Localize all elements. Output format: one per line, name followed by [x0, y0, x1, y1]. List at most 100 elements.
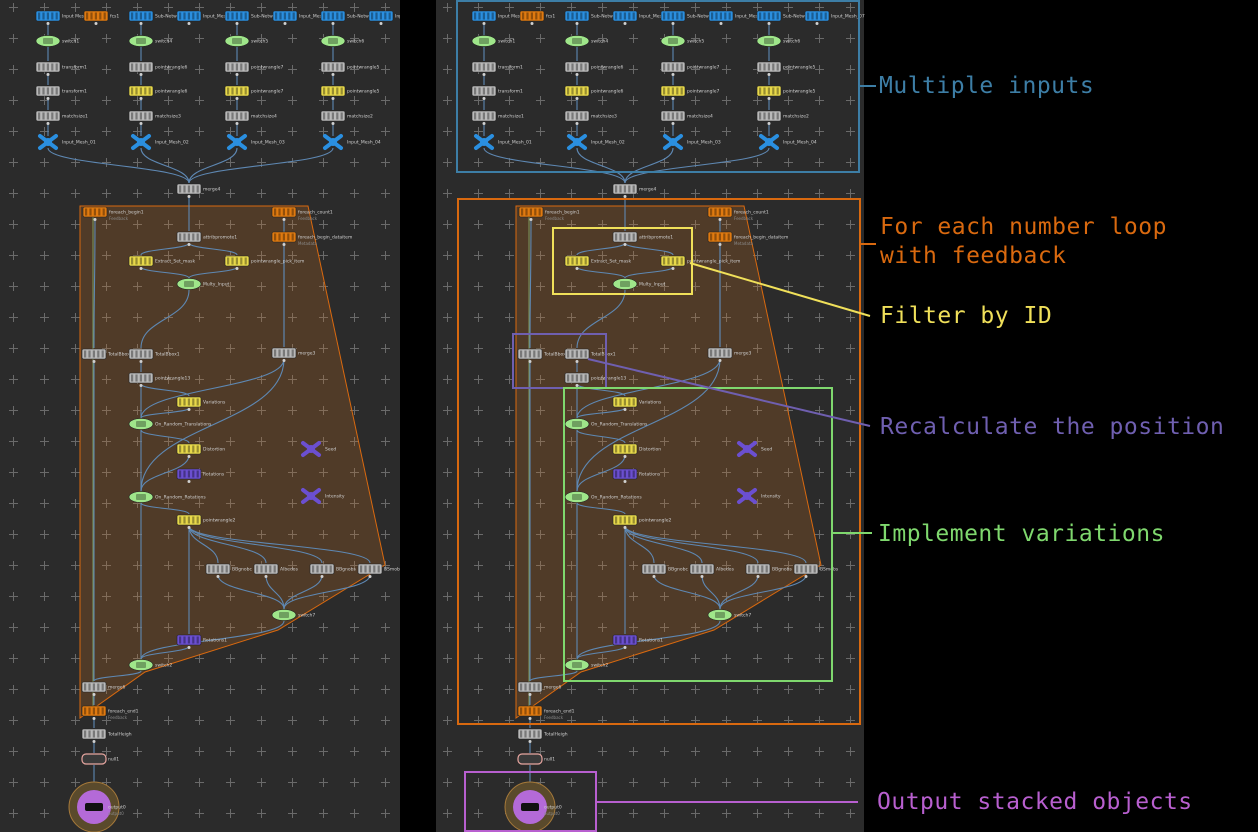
node-promote[interactable]: attribpromote1	[612, 231, 673, 246]
node-om0[interactable]: Input Mesh	[35, 10, 87, 25]
node-tr2[interactable]: pointwrangle7	[224, 61, 283, 76]
node-fl3[interactable]: Input_Mesh_07	[804, 10, 865, 25]
node-merge3[interactable]: merge3	[271, 347, 316, 362]
node-br2[interactable]: BBgnobs	[309, 563, 356, 578]
node-br3[interactable]: BSmobs	[357, 563, 403, 578]
node-swr[interactable]: On_Random_Rotations	[128, 491, 206, 503]
node-sw0[interactable]: switch1	[471, 35, 515, 47]
node-sw2[interactable]: switch5	[660, 35, 704, 47]
node-rot[interactable]: Rotations	[612, 468, 661, 483]
node-nl2[interactable]: Input_Mesh_03	[227, 134, 285, 150]
node-tb1[interactable]: TotalBbox	[81, 348, 130, 363]
node-pwv[interactable]: pointwrangle2	[612, 514, 671, 529]
node-merge3[interactable]: merge3	[707, 347, 752, 362]
node-pw0[interactable]: transform1	[471, 85, 523, 100]
node-om0[interactable]: Input Mesh	[471, 10, 523, 25]
node-nl2[interactable]: Input_Mesh_03	[663, 134, 721, 150]
node-trout[interactable]: Rotations1	[176, 634, 227, 649]
node-fl1[interactable]: Input_Mesh_01	[176, 10, 237, 25]
node-promote[interactable]: attribpromote1	[176, 231, 237, 246]
node-br0[interactable]: BBgnobc	[641, 563, 688, 578]
node-fl0[interactable]: fcs1	[519, 10, 555, 25]
node-tb2[interactable]: TotalBbox1	[564, 348, 616, 363]
node-dist[interactable]: Distortion	[612, 443, 661, 458]
node-fl2[interactable]: Input_Mesh_02	[272, 10, 333, 25]
node-ms1[interactable]: matchsize3	[128, 110, 181, 125]
node-nl0[interactable]: Input_Mesh_01	[474, 134, 532, 150]
node-pw1[interactable]: pointwrangle6	[128, 85, 187, 100]
node-pw3[interactable]: pointwrangle5	[320, 85, 379, 100]
node-th[interactable]: TotalHeigh	[81, 728, 132, 743]
node-blast[interactable]: Multy_Input	[176, 278, 230, 290]
node-om3[interactable]: Sub-Network	[756, 10, 812, 25]
node-vars[interactable]: Variations	[612, 396, 662, 411]
node-sw3[interactable]: switch6	[320, 35, 364, 47]
node-br1[interactable]: Albedos	[253, 563, 299, 578]
node-sw2[interactable]: switch5	[224, 35, 268, 47]
node-ms0[interactable]: matchsize1	[35, 110, 88, 125]
node-ms0[interactable]: matchsize1	[471, 110, 524, 125]
node-tr1[interactable]: pointwrangle6	[564, 61, 623, 76]
node-br3[interactable]: BSmobs	[793, 563, 839, 578]
node-om1[interactable]: Sub-Network	[128, 10, 184, 25]
node-ms2[interactable]: matchsize4	[660, 110, 713, 125]
node-sw1[interactable]: switch4	[128, 35, 172, 47]
node-seed[interactable]: Seed	[737, 441, 772, 457]
node-tr3[interactable]: pointwrangle5	[320, 61, 379, 76]
node-pick[interactable]: pointwrangle_pick_item	[660, 255, 740, 270]
node-sw3[interactable]: switch6	[756, 35, 800, 47]
node-sw0[interactable]: switch1	[35, 35, 79, 47]
node-nl1[interactable]: Input_Mesh_02	[131, 134, 189, 150]
node-nullout[interactable]: null1	[81, 753, 119, 765]
node-align[interactable]: pointwrangle13	[564, 372, 626, 387]
node-pwv[interactable]: pointwrangle2	[176, 514, 235, 529]
node-swt[interactable]: On_Random_Translations	[128, 418, 212, 430]
node-fl1[interactable]: Input_Mesh_01	[612, 10, 673, 25]
node-extract[interactable]: Extract_Set_mask	[564, 255, 631, 270]
node-tr0[interactable]: transform1	[35, 61, 87, 76]
node-intens[interactable]: Intensity	[301, 488, 345, 504]
node-swb[interactable]: switch7	[271, 609, 315, 621]
node-ms2[interactable]: matchsize4	[224, 110, 277, 125]
node-br0[interactable]: BBgnobc	[205, 563, 252, 578]
node-nullout[interactable]: null1	[517, 753, 555, 765]
node-pick[interactable]: pointwrangle_pick_item	[224, 255, 304, 270]
node-tb2[interactable]: TotalBbox1	[128, 348, 180, 363]
node-trout[interactable]: Rotations1	[612, 634, 663, 649]
node-fl2[interactable]: Input_Mesh_02	[708, 10, 769, 25]
node-align[interactable]: pointwrangle13	[128, 372, 190, 387]
node-swb[interactable]: switch7	[707, 609, 751, 621]
node-pw3[interactable]: pointwrangle5	[756, 85, 815, 100]
node-intens[interactable]: Intensity	[737, 488, 781, 504]
node-tr1[interactable]: pointwrangle6	[128, 61, 187, 76]
node-pw1[interactable]: pointwrangle6	[564, 85, 623, 100]
node-fl0[interactable]: fcs1	[83, 10, 119, 25]
node-rot[interactable]: Rotations	[176, 468, 225, 483]
node-th[interactable]: TotalHeigh	[517, 728, 568, 743]
node-nl3[interactable]: Input_Mesh_04	[323, 134, 381, 150]
node-nl0[interactable]: Input_Mesh_01	[38, 134, 96, 150]
node-tr0[interactable]: transform1	[471, 61, 523, 76]
node-vars[interactable]: Variations	[176, 396, 226, 411]
node-om2[interactable]: Sub-Network	[224, 10, 280, 25]
node-merge6[interactable]: merge6	[81, 681, 126, 696]
node-merge[interactable]: merge4	[176, 183, 221, 198]
node-pw2[interactable]: pointwrangle7	[660, 85, 719, 100]
node-swr[interactable]: On_Random_Rotations	[564, 491, 642, 503]
node-pw0[interactable]: transform1	[35, 85, 87, 100]
node-dist[interactable]: Distortion	[176, 443, 225, 458]
node-ms3[interactable]: matchsize2	[756, 110, 809, 125]
node-blast[interactable]: Multy_Input	[612, 278, 666, 290]
node-sw1[interactable]: switch4	[564, 35, 608, 47]
node-nl3[interactable]: Input_Mesh_04	[759, 134, 817, 150]
node-merge6[interactable]: merge6	[517, 681, 562, 696]
